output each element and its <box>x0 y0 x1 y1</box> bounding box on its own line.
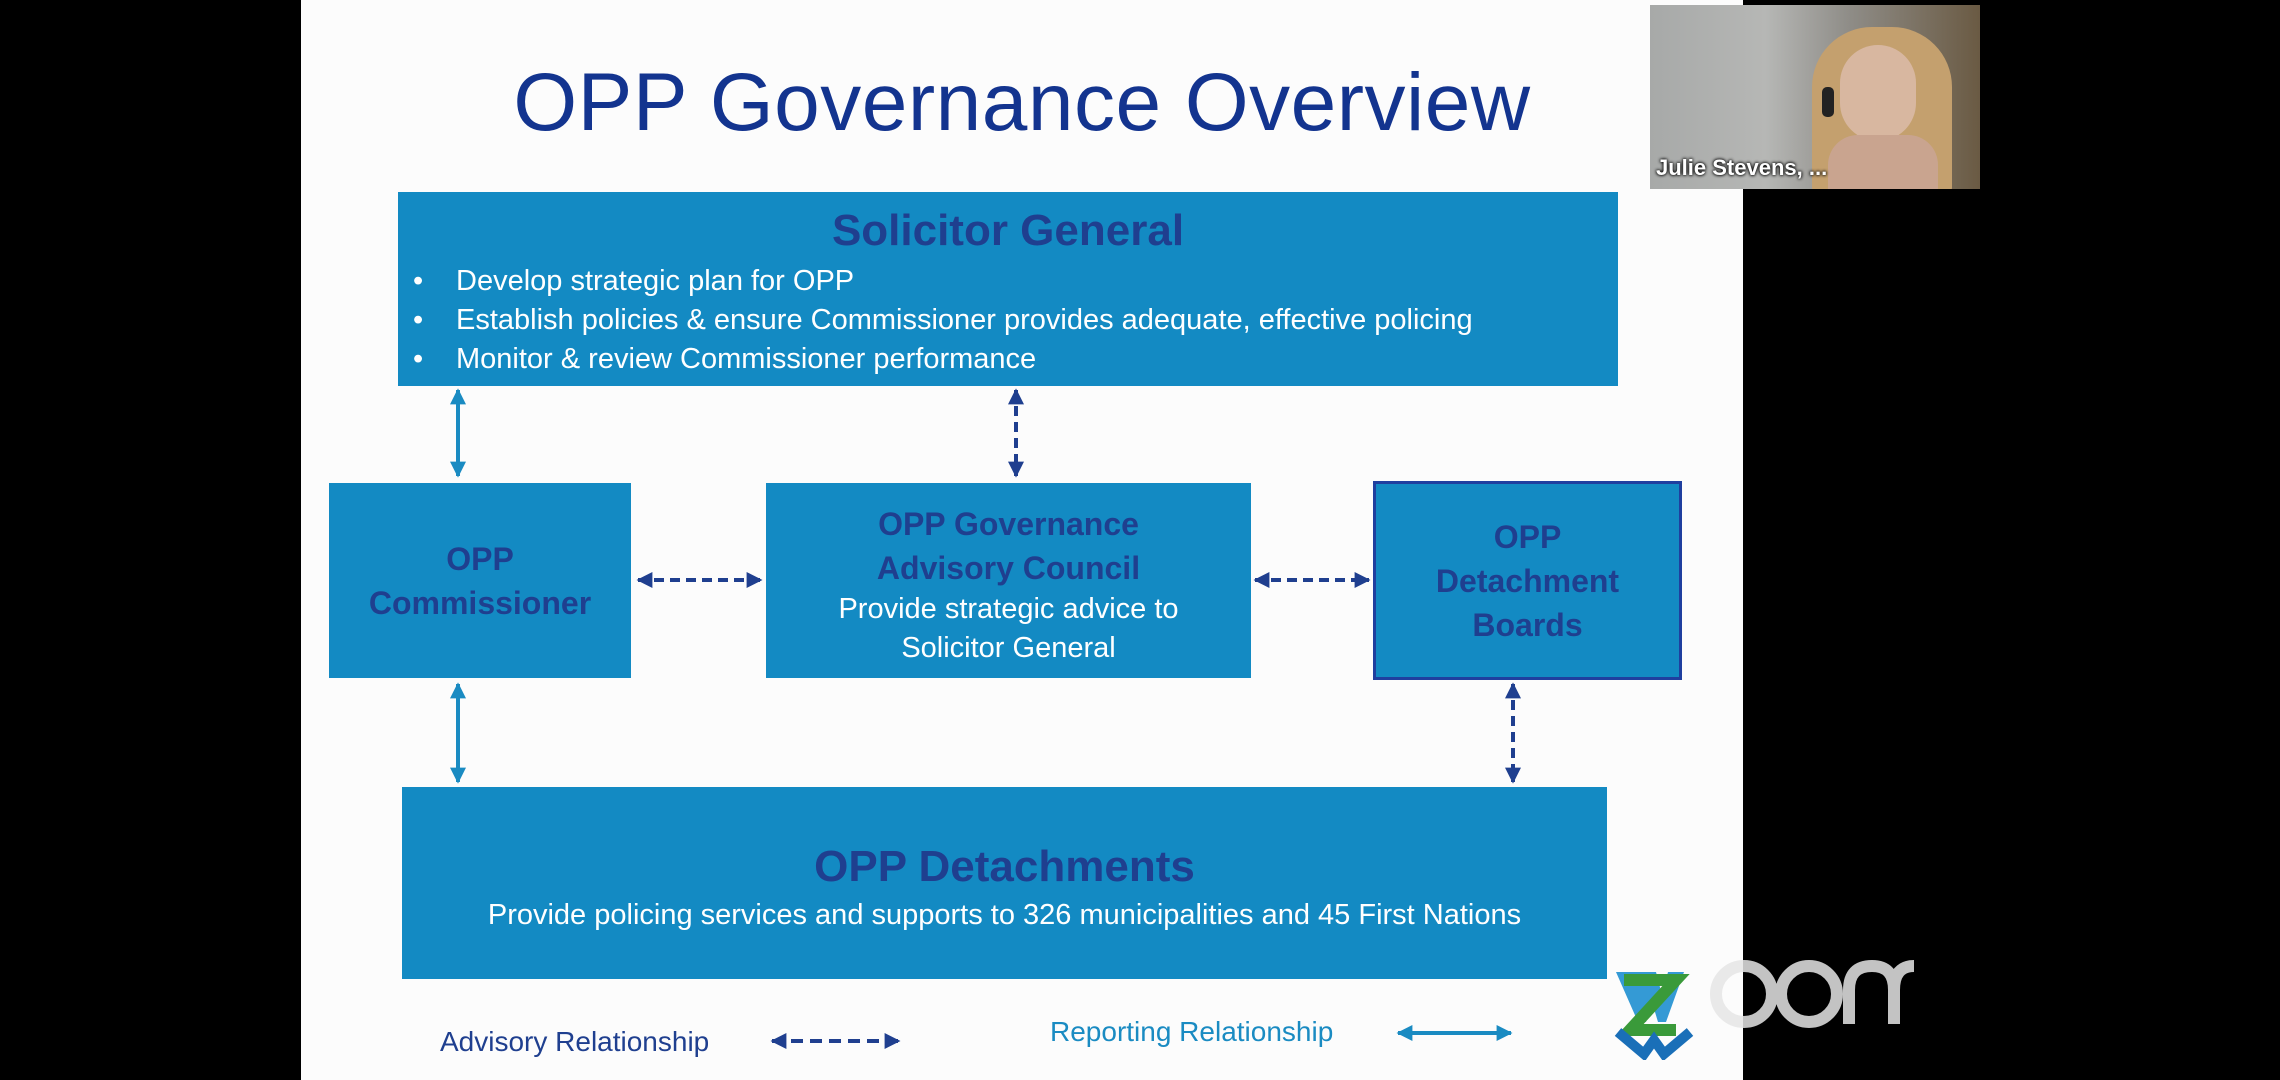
advisory-council-heading-line: Advisory Council <box>876 550 1141 586</box>
advisory-council-box: OPP Governance Advisory Council Provide … <box>766 483 1251 678</box>
detachments-heading: OPP Detachments <box>814 842 1195 891</box>
detachment-boards-box: OPP Detachment Boards <box>1373 481 1682 680</box>
solicitor-general-list: Develop strategic plan for OPP Establish… <box>398 262 1618 379</box>
commissioner-heading-line: OPP <box>446 540 514 577</box>
detachment-boards-heading-line: Boards <box>1472 606 1583 643</box>
list-item: Monitor & review Commissioner performanc… <box>398 340 1618 379</box>
slide-title: OPP Governance Overview <box>513 57 1531 148</box>
participant-video-tile[interactable]: Julie Stevens, ... <box>1650 5 1980 189</box>
detachments-desc: Provide policing services and supports t… <box>487 899 1522 931</box>
advisory-council-desc-line: Solicitor General <box>901 632 1116 664</box>
solicitor-general-heading: Solicitor General <box>831 206 1185 255</box>
zoom-logo-icon <box>1614 959 1915 1060</box>
legend-advisory-label: Advisory Relationship <box>440 1026 710 1057</box>
advisory-council-desc-line: Provide strategic advice to <box>838 593 1179 625</box>
detachment-boards-heading-line: OPP <box>1493 518 1562 555</box>
detachment-boards-heading-line: Detachment <box>1435 562 1620 599</box>
commissioner-box: OPP Commissioner <box>329 483 631 678</box>
detachments-box: OPP Detachments Provide policing service… <box>402 787 1607 979</box>
list-item: Develop strategic plan for OPP <box>398 262 1618 301</box>
solicitor-general-box: Solicitor General Develop strategic plan… <box>398 192 1618 386</box>
list-item: Establish policies & ensure Commissioner… <box>398 301 1618 340</box>
advisory-council-heading-line: OPP Governance <box>878 506 1139 542</box>
participant-name: Julie Stevens, ... <box>1656 155 1828 180</box>
legend-reporting-label: Reporting Relationship <box>1050 1016 1334 1047</box>
commissioner-heading-line: Commissioner <box>368 584 592 621</box>
presentation-slide: OPP Governance Overview Solicitor Genera… <box>301 0 1743 1080</box>
relationship-arrows <box>450 388 1521 1049</box>
